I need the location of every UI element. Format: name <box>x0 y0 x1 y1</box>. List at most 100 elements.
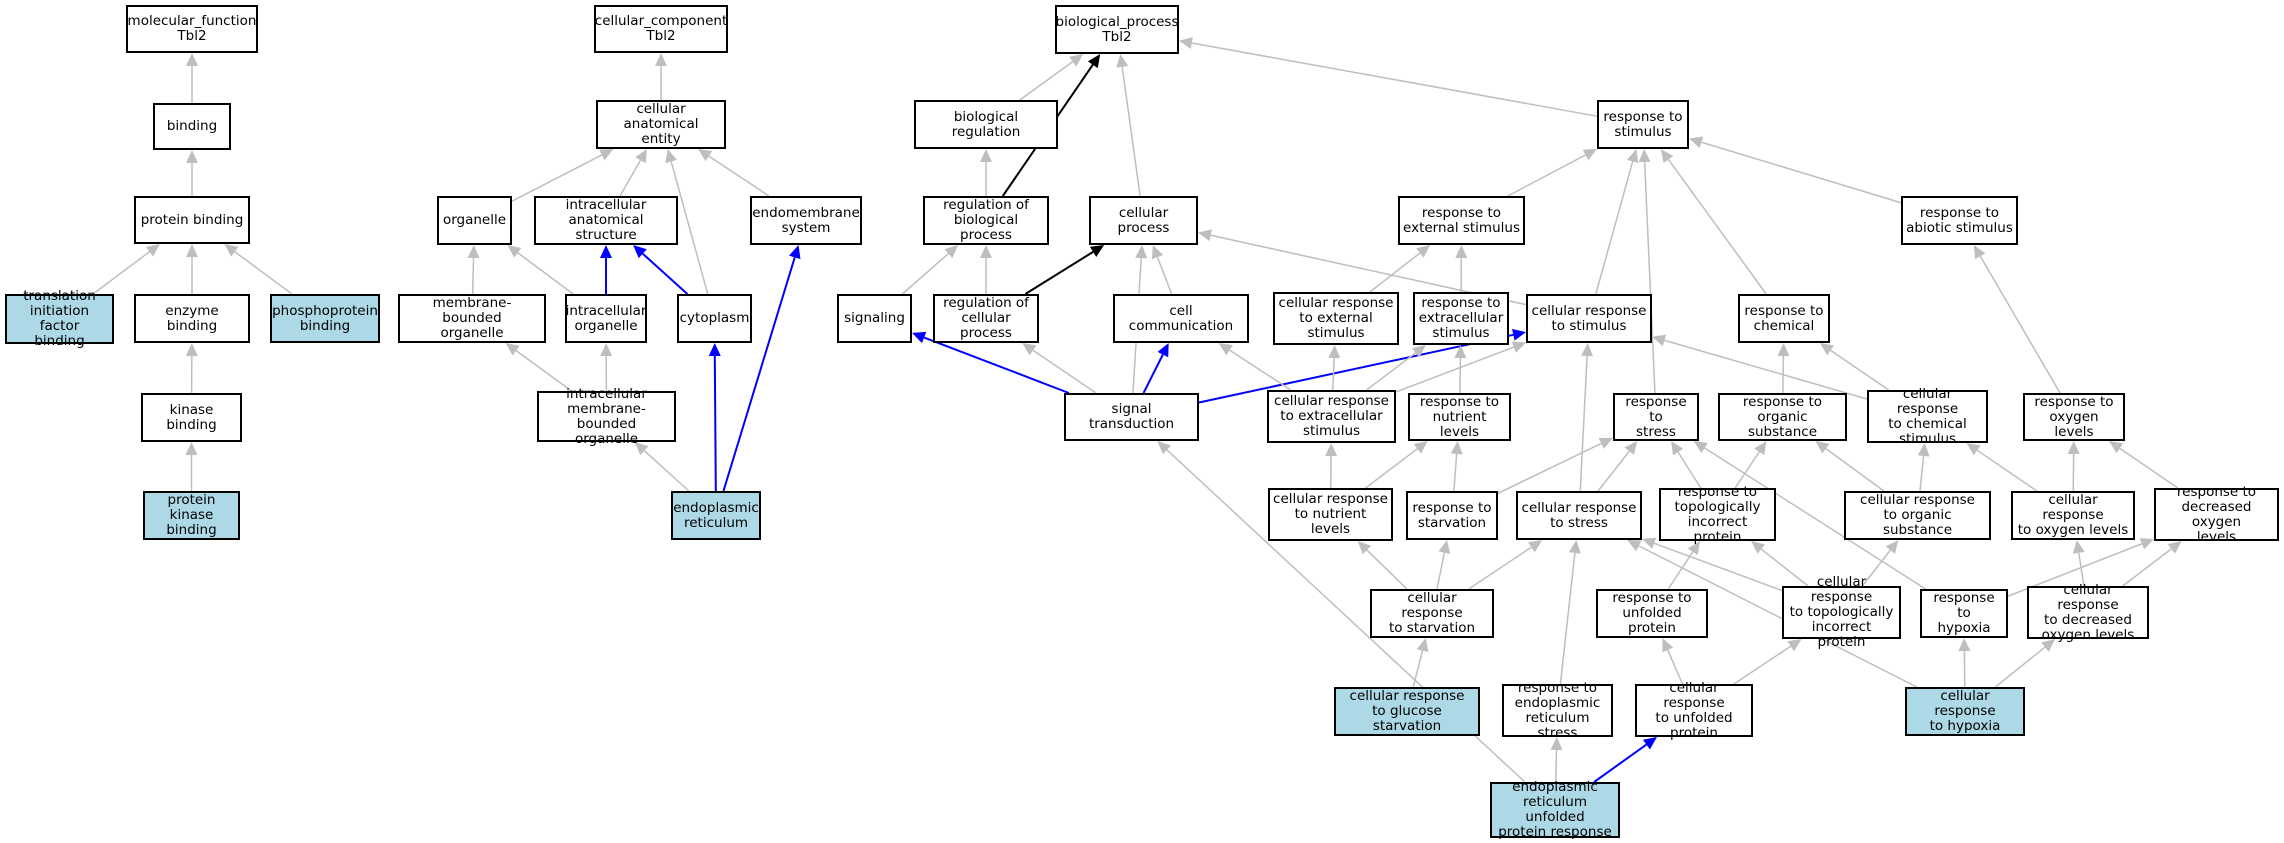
node-cytoplasm[interactable]: cytoplasm <box>677 294 752 343</box>
node-signal-transduction[interactable]: signal transduction <box>1064 393 1199 441</box>
edge-crgluc-to-crstarv <box>1412 650 1424 688</box>
node-response-to-starvation[interactable]: response to starvation <box>1406 491 1498 540</box>
node-regulation-of-biological-process[interactable]: regulation of biological process <box>923 196 1049 245</box>
edge-crorg-to-rorg <box>1825 448 1885 492</box>
node-response-to-unfolded-protein[interactable]: response to unfolded protein <box>1596 589 1708 638</box>
node-response-to-topologically-incorrect-protein[interactable]: response to topologically incorrect prot… <box>1659 484 1776 544</box>
node-phosphoprotein-binding[interactable]: phosphoprotein binding <box>270 294 380 343</box>
node-intracellular-anatomical-structure[interactable]: intracellular anatomical structure <box>534 196 678 245</box>
arrowhead-crtip-to-rtip <box>1751 541 1765 554</box>
node-cellular-response-to-glucose-starvation[interactable]: cellular response to glucose starvation <box>1334 687 1480 736</box>
node-membrane-bounded-organelle[interactable]: membrane-bounded organelle <box>398 294 546 343</box>
node-response-to-stress[interactable]: response to stress <box>1613 393 1699 441</box>
node-intracellular-membrane-bounded-organelle[interactable]: intracellular membrane-bounded organelle <box>537 386 676 446</box>
arrowhead-rufp-to-rtip <box>1687 541 1700 556</box>
node-response-to-hypoxia[interactable]: response to hypoxia <box>1920 589 2008 638</box>
node-cellular-response-to-stimulus[interactable]: cellular response to stimulus <box>1526 294 1652 343</box>
edge-crchem-to-rchem <box>1830 349 1890 391</box>
arrowhead-rhyp-to-rdox <box>2139 538 2154 550</box>
node-cellular-process[interactable]: cellular process <box>1089 196 1198 245</box>
node-biological-process[interactable]: biological_process Tbl2 <box>1055 5 1179 54</box>
node-cellular-component[interactable]: cellular_component Tbl2 <box>594 5 728 53</box>
node-cellular-response-to-chemical-stimulus[interactable]: cellular response to chemical stimulus <box>1867 386 1988 446</box>
node-regulation-of-cellular-process[interactable]: regulation of cellular process <box>933 294 1039 343</box>
node-cellular-response-to-extracellular-stimulus[interactable]: cellular response to extracellular stimu… <box>1267 390 1396 443</box>
node-cellular-anatomical-entity[interactable]: cellular anatomical entity <box>596 100 726 149</box>
node-cellular-response-to-external-stimulus[interactable]: cellular response to external stimulus <box>1273 292 1399 345</box>
arrowhead-rers-to-crstress <box>1568 540 1581 554</box>
node-response-to-decreased-oxygen-levels[interactable]: response to decreased oxygen levels <box>2154 484 2279 544</box>
node-cellular-response-to-organic-substance[interactable]: cellular response to organic substance <box>1844 491 1991 540</box>
node-cellular-response-to-starvation[interactable]: cellular response to starvation <box>1370 589 1494 638</box>
node-kinase-binding[interactable]: kinase binding <box>141 393 242 442</box>
edge-rtip-to-rstress <box>1677 451 1702 489</box>
node-cell-communication[interactable]: cell communication <box>1113 294 1249 343</box>
edge-crextra-to-cellcomm <box>1229 349 1292 391</box>
node-cellular-response-to-decreased-oxygen-levels[interactable]: cellular response to decreased oxygen le… <box>2027 582 2149 642</box>
arrowhead-intorg-to-organelle <box>507 245 522 258</box>
arrowhead-crstim-to-rstim <box>1626 149 1639 164</box>
node-cellular-response-to-oxygen-levels[interactable]: cellular response to oxygen levels <box>2011 491 2135 540</box>
edge-crufp-to-rufp <box>1667 649 1684 685</box>
node-endomembrane-system[interactable]: endomembrane system <box>750 196 862 245</box>
node-enzyme-binding[interactable]: enzyme binding <box>134 294 250 343</box>
node-response-to-stimulus[interactable]: response to stimulus <box>1597 100 1689 149</box>
node-binding[interactable]: binding <box>153 103 231 150</box>
edge-imbo-to-mbo <box>515 350 572 392</box>
arrowhead-sigtrans-to-cellproc <box>1135 245 1148 259</box>
edge-crdox-to-rdox <box>2122 548 2172 587</box>
arrowhead-crgluc-to-crstarv <box>1416 638 1429 653</box>
node-response-to-extracellular-stimulus[interactable]: response to extracellular stimulus <box>1413 292 1509 345</box>
node-protein-binding[interactable]: protein binding <box>134 196 250 244</box>
node-endoplasmic-reticulum[interactable]: endoplasmic reticulum <box>671 491 761 540</box>
node-response-to-endoplasmic-reticulum-stress[interactable]: response to endoplasmic reticulum stress <box>1502 680 1613 740</box>
edge-crstress-to-crstim <box>1579 355 1588 492</box>
node-cellular-response-to-stress[interactable]: cellular response to stress <box>1516 491 1642 540</box>
arrowhead-cyto-to-ias <box>633 245 647 259</box>
node-intracellular-organelle[interactable]: intracellular organelle <box>565 294 647 343</box>
node-cellular-response-to-nutrient-levels[interactable]: cellular response to nutrient levels <box>1268 488 1393 541</box>
edge-cyto-to-cae <box>670 161 709 295</box>
arrowhead-mbo-to-organelle <box>467 245 480 259</box>
arrowhead-crstim-to-cellproc <box>1198 229 1212 242</box>
edge-regcp-to-cellproc <box>1024 251 1094 295</box>
edge-croxy-to-crchem <box>1976 449 2038 492</box>
node-response-to-chemical[interactable]: response to chemical <box>1738 294 1830 343</box>
arrowhead-rtip-to-rorg <box>1754 441 1767 456</box>
edge-sigtrans-to-cellcomm <box>1142 354 1164 394</box>
edge-crstarv-to-crnutr <box>1366 549 1408 590</box>
node-cellular-response-to-topologically-incorrect-protein[interactable]: cellular response to topologically incor… <box>1782 575 1901 650</box>
node-response-to-nutrient-levels[interactable]: response to nutrient levels <box>1408 393 1511 441</box>
node-translation-initiation-factor-binding[interactable]: translation initiation factor binding <box>5 289 114 349</box>
arrowhead-er-to-cyto <box>708 343 721 357</box>
arrowhead-ias-to-cae <box>635 149 647 164</box>
node-protein-kinase-binding[interactable]: protein kinase binding <box>143 491 240 540</box>
arrowhead-crdox-to-rdox <box>2167 541 2182 554</box>
node-organelle[interactable]: organelle <box>437 196 512 245</box>
node-cellular-response-to-unfolded-protein[interactable]: cellular response to unfolded protein <box>1635 680 1753 740</box>
edge-erupr-to-rers <box>1554 749 1558 783</box>
arrowhead-crstarv-to-crstress <box>1528 540 1543 553</box>
edge-rstarv-to-rstress <box>1497 442 1602 494</box>
arrowhead-imbo-to-mbo <box>505 343 520 356</box>
node-response-to-oxygen-levels[interactable]: response to oxygen levels <box>2023 393 2125 441</box>
node-signaling[interactable]: signaling <box>837 294 912 343</box>
edge-cyto-to-ias <box>642 252 689 295</box>
arrowhead-protbind-to-binding <box>186 150 198 163</box>
arrowhead-intorg-to-ias <box>600 245 612 258</box>
node-response-to-abiotic-stimulus[interactable]: response to abiotic stimulus <box>1901 196 2018 245</box>
arrowhead-bioreg-to-bp <box>1069 54 1084 67</box>
edge-crhyp-to-crdox <box>1994 646 2046 688</box>
arrowhead-crhyp-to-crdox <box>2041 639 2056 652</box>
node-er-unfolded-protein-response[interactable]: endoplasmic reticulum unfolded protein r… <box>1490 780 1620 840</box>
arrowhead-crhyp-to-crstress <box>1627 540 1642 552</box>
node-response-to-external-stimulus[interactable]: response to external stimulus <box>1398 196 1525 245</box>
arrowhead-phosbind-to-protbind <box>224 244 239 257</box>
edge-rhyp-to-rstress <box>1704 447 1927 590</box>
node-cellular-response-to-hypoxia[interactable]: cellular response to hypoxia <box>1905 687 2025 736</box>
node-biological-regulation[interactable]: biological regulation <box>914 100 1058 149</box>
node-response-to-organic-substance[interactable]: response to organic substance <box>1718 393 1847 441</box>
edge-er-to-cyto <box>713 355 717 492</box>
node-molecular-function[interactable]: molecular_function Tbl2 <box>126 5 258 53</box>
edge-crhyp-to-crstress <box>1638 545 1918 688</box>
